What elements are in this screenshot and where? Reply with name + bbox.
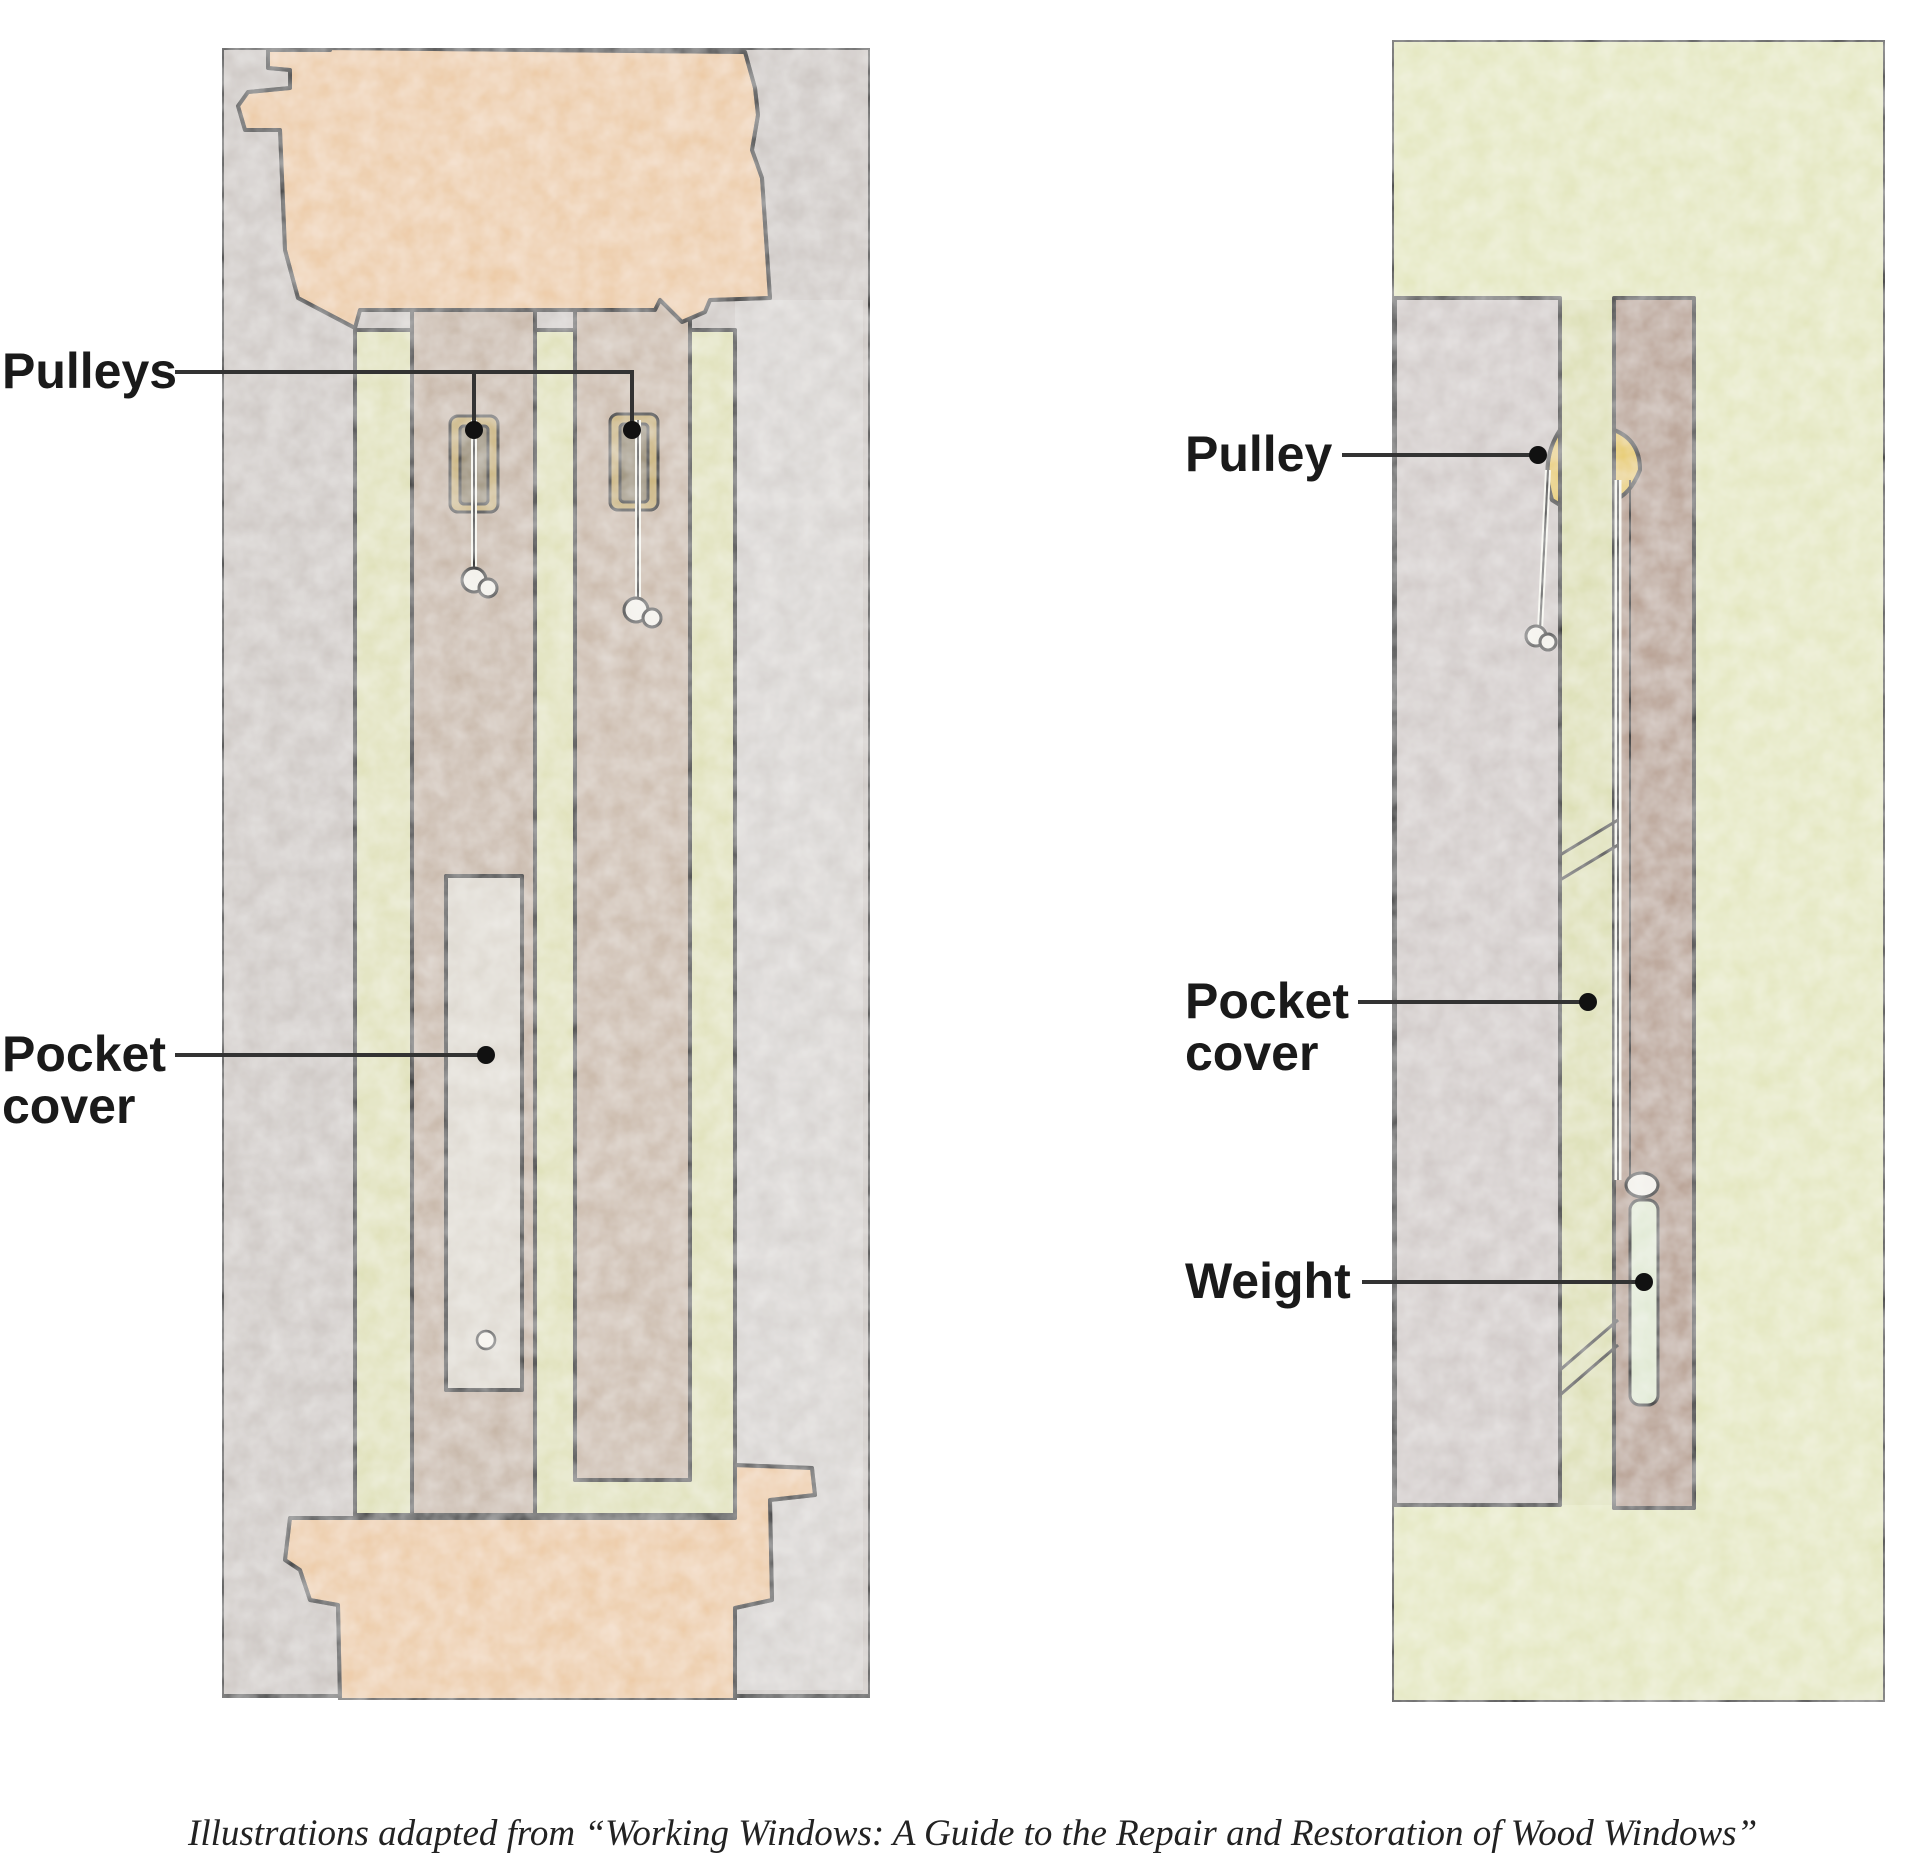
pocket-cover bbox=[444, 874, 524, 1392]
pocket-cover-slope-bottom bbox=[1559, 1318, 1619, 1397]
pulleys-label: Pulleys bbox=[2, 345, 177, 397]
front-pocket-cover-line2: cover bbox=[2, 1078, 136, 1134]
weight-label: Weight bbox=[1185, 1255, 1351, 1307]
sash-weight-icon bbox=[1628, 1198, 1660, 1407]
pocket-cover-screw-icon bbox=[475, 1329, 497, 1351]
pocket-cover-slope-top bbox=[1559, 818, 1619, 882]
right-pulley-icon bbox=[608, 412, 663, 629]
weight-label-text: Weight bbox=[1185, 1253, 1351, 1309]
interior-casing bbox=[1393, 296, 1562, 1507]
pulleys-leader bbox=[175, 370, 634, 430]
side-pocket-cover-line1: Pocket bbox=[1185, 973, 1349, 1029]
front-pocket-cover-label: Pocket cover bbox=[2, 1028, 166, 1132]
weight-pocket bbox=[1562, 300, 1612, 1505]
side-view bbox=[1390, 38, 1887, 1704]
side-leaders bbox=[1342, 446, 1653, 1291]
sill bbox=[283, 1463, 817, 1702]
sash-cord bbox=[1524, 469, 1631, 1180]
right-jamb-strip bbox=[735, 300, 863, 1690]
pulley-label-text: Pulley bbox=[1185, 426, 1333, 482]
illustration-credit-caption: Illustrations adapted from “Working Wind… bbox=[188, 1813, 1758, 1854]
pulley-label: Pulley bbox=[1185, 428, 1332, 480]
side-pocket-cover-label: Pocket cover bbox=[1185, 975, 1349, 1079]
front-view bbox=[220, 46, 872, 1702]
pulleys-label-text: Pulleys bbox=[2, 343, 178, 399]
front-leaders bbox=[175, 370, 641, 1064]
left-pulley-icon bbox=[448, 414, 500, 599]
head-jamb bbox=[236, 46, 772, 330]
side-pocket-cover-line2: cover bbox=[1185, 1025, 1319, 1081]
front-pocket-cover-line1: Pocket bbox=[2, 1026, 166, 1082]
